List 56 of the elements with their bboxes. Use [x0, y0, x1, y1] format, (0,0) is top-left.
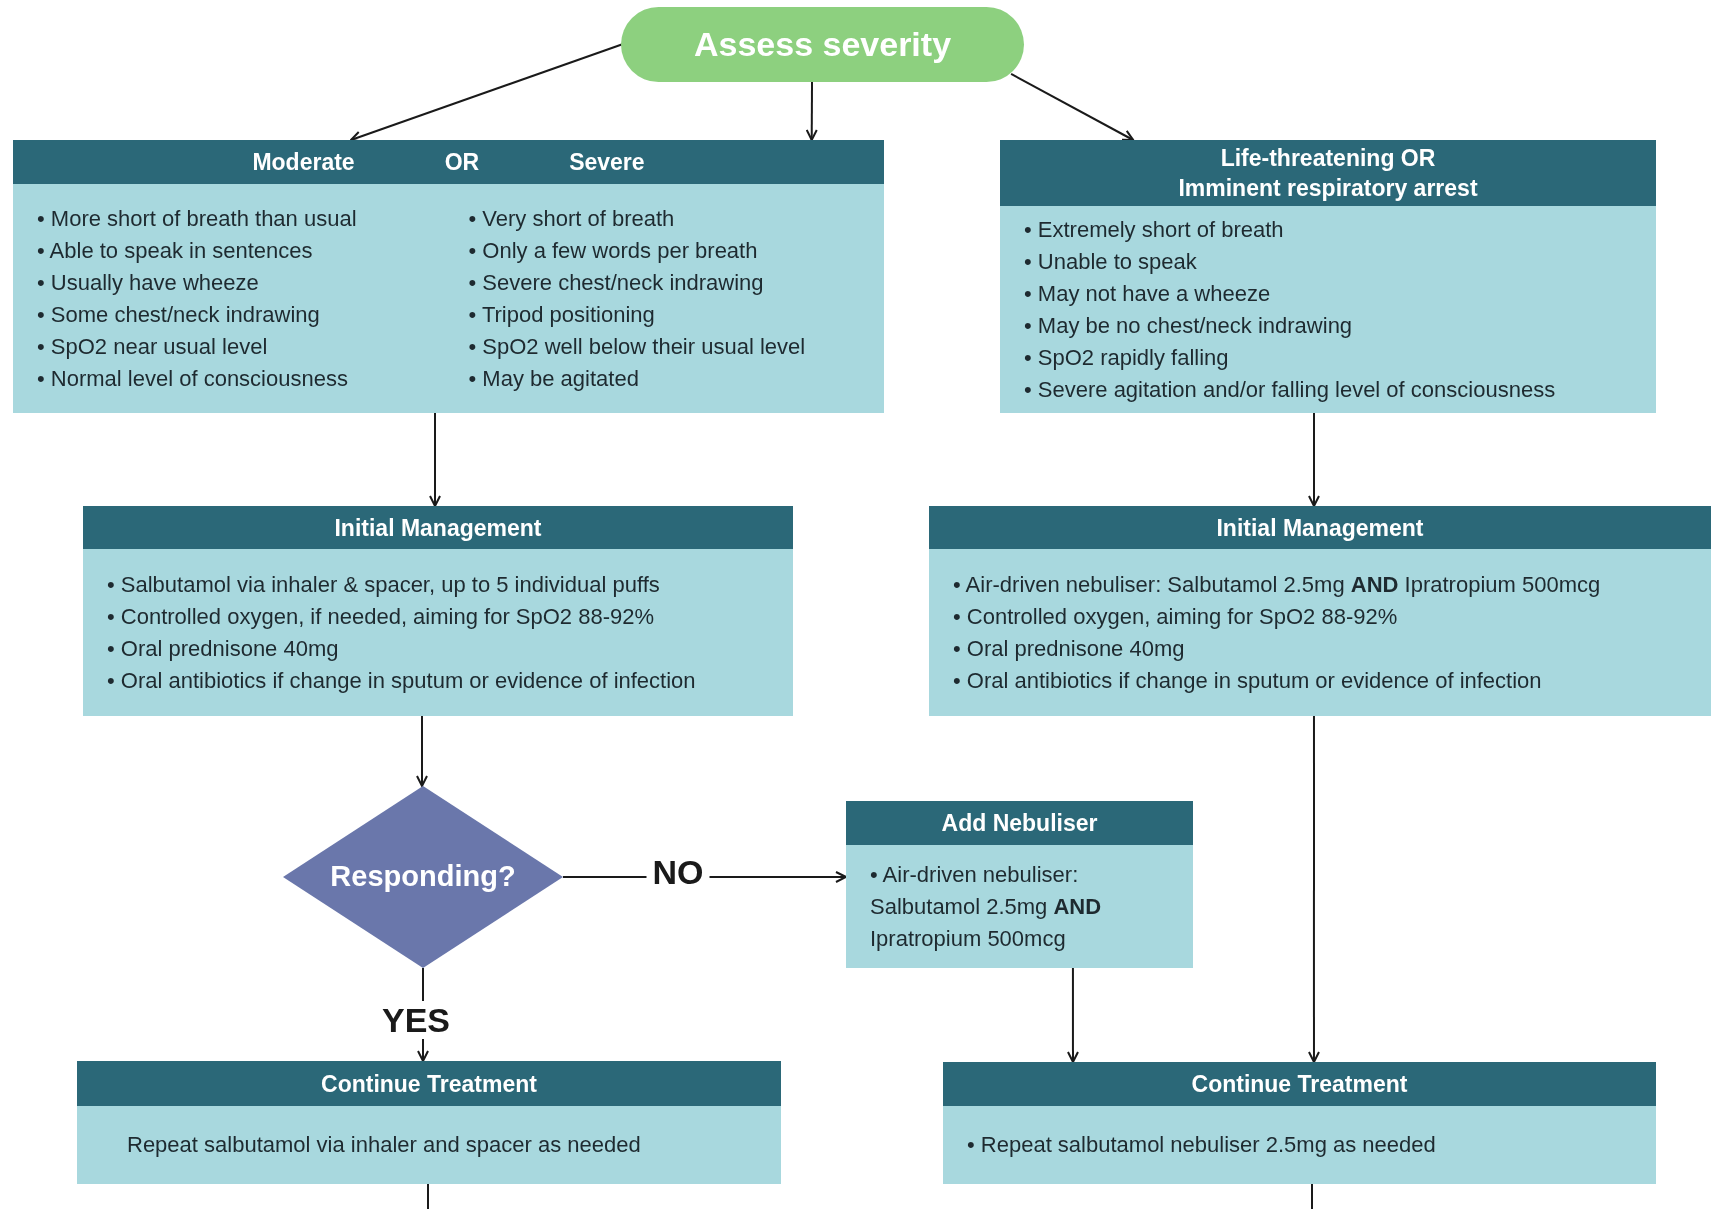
start-pill [621, 7, 1024, 82]
bullet-item: • Controlled oxygen, aiming for SpO2 88-92% [953, 602, 1399, 631]
info-box [943, 1062, 1656, 1184]
bullet-item: • Extremely short of breath [1024, 215, 1285, 244]
body-text: Repeat salbutamol via inhaler and spacer as needed [127, 1131, 642, 1159]
bullet-item: • Some chest/neck indrawing [37, 300, 321, 329]
bullet-item: • Normal level of consciousness [37, 364, 349, 393]
bullet-item: • Controlled oxygen, if needed, aiming for SpO2 88-92% [107, 602, 656, 631]
bullet-item: • Salbutamol via inhaler & spacer, up to 5 individual puffs [107, 570, 661, 599]
bullet-item: • Unable to speak [1024, 247, 1198, 276]
header-text: Severe [569, 148, 645, 177]
bullet-item: • Oral antibiotics if change in sputum or evidence of infection [107, 666, 697, 695]
header-text: Continue Treatment [321, 1069, 537, 1099]
bullet-item: • Severe chest/neck indrawing [468, 268, 765, 297]
header-text: Moderate [252, 148, 355, 177]
bullet-item: • Able to speak in sentences [37, 236, 314, 265]
info-box [846, 801, 1193, 968]
info-box [1000, 140, 1656, 413]
arrow [1067, 967, 1079, 1063]
arrow [429, 412, 441, 507]
bullet-item: • SpO2 rapidly falling [1024, 343, 1230, 372]
bullet-item: • Air-driven nebuliser: Salbutamol 2.5mg AND Ipratropium 500mcg [870, 860, 1103, 953]
bullet-item: • Air-driven nebuliser: Salbutamol 2.5mg AND Ipratropium 500mcg [953, 570, 1602, 599]
bullet-item: • More short of breath than usual [37, 204, 358, 233]
bullet-item: • Very short of breath [468, 204, 676, 233]
arrow [416, 715, 428, 787]
bullet-item: • Oral antibiotics if change in sputum or evidence of infection [953, 666, 1543, 695]
bullet-item: • Only a few words per breath [468, 236, 759, 265]
bullet-item: • Severe agitation and/or falling level of consciousness [1024, 375, 1557, 404]
bullet-item: • Repeat salbutamol nebuliser 2.5mg as needed [967, 1131, 1437, 1159]
info-box [13, 140, 884, 413]
bullet-item: • May be no chest/neck indrawing [1024, 311, 1354, 340]
bullet-item: • SpO2 well below their usual level [468, 332, 807, 361]
bullet-item: • Usually have wheeze [37, 268, 260, 297]
info-box [77, 1061, 781, 1184]
info-box [83, 506, 793, 716]
bullet-item: • Tripod positioning [468, 300, 656, 329]
header-text: OR [444, 148, 480, 177]
bullet-item: • May not have a wheeze [1024, 279, 1272, 308]
header-text: Continue Treatment [1191, 1070, 1408, 1099]
arrow [805, 81, 818, 141]
pill-text: Assess severity [693, 24, 952, 65]
info-box [929, 506, 1711, 716]
arrow [1307, 715, 1320, 1063]
decision-diamond [283, 786, 563, 968]
header-text: Life-threatening OR Imminent respiratory arrest [1177, 144, 1479, 203]
bullet-item: • May be agitated [468, 364, 640, 393]
header-text: Add Nebuliser [941, 809, 1098, 838]
header-text: Initial Management [334, 513, 542, 543]
bullet-item: • Oral prednisone 40mg [953, 634, 1186, 663]
bullet-item: • SpO2 near usual level [37, 332, 269, 361]
arrow [1308, 412, 1320, 507]
bullet-item: • Oral prednisone 40mg [107, 634, 340, 663]
header-text: Initial Management [1216, 513, 1424, 543]
decision-text: Responding? [330, 859, 516, 895]
arrow [1010, 72, 1135, 141]
